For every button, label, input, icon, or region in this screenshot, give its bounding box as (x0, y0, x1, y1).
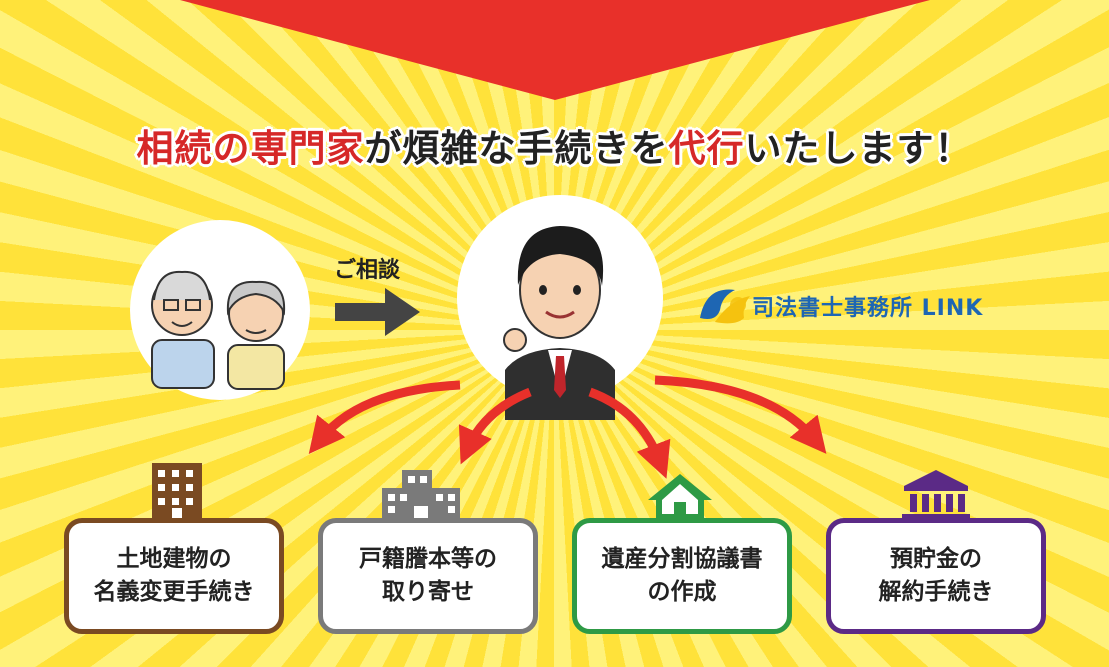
arrow-to-estate (588, 387, 671, 479)
house-icon (648, 474, 712, 520)
service-card-line1: 預貯金の (890, 545, 982, 572)
service-card-line1: 遺産分割協議書 (601, 545, 763, 572)
service-card-deposit: 預貯金の 解約手続き (826, 518, 1046, 634)
headline: 相続の専門家が煩雑な手続きを代行いたします！ (0, 118, 1109, 172)
service-card-estate: 遺産分割協議書 の作成 (572, 518, 792, 634)
consult-label: ご相談 (334, 258, 401, 283)
service-card-line2: の作成 (647, 579, 717, 605)
bank-icon (902, 470, 970, 520)
headline-red-1: 相続の専門家 (136, 127, 365, 170)
lawyer-icon (503, 226, 615, 420)
logo-text: 司法書士事務所 LINK (752, 296, 984, 321)
arrow-to-property (308, 380, 461, 455)
service-card-line2: 取り寄せ (382, 579, 474, 605)
headline-red-3: 代行 (668, 127, 745, 170)
service-card-registry: 戸籍謄本等の 取り寄せ (318, 518, 538, 634)
arrow-to-deposit (654, 375, 827, 454)
service-card-property: 土地建物の 名義変更手続き (64, 518, 284, 634)
elderly-man-icon (151, 270, 215, 389)
arrow-to-registry (458, 387, 532, 465)
service-card-line2: 名義変更手続き (93, 579, 255, 605)
building-icon (152, 463, 202, 520)
headline-text-2: が煩雑な手続きを (364, 127, 669, 170)
headline-text-4: いたします！ (744, 127, 973, 170)
service-card-line2: 解約手続き (878, 579, 994, 605)
office-icon (382, 470, 460, 520)
service-card-line1: 土地建物の (116, 545, 232, 572)
elderly-woman-icon (226, 280, 286, 390)
service-card-line1: 戸籍謄本等の (359, 545, 497, 572)
